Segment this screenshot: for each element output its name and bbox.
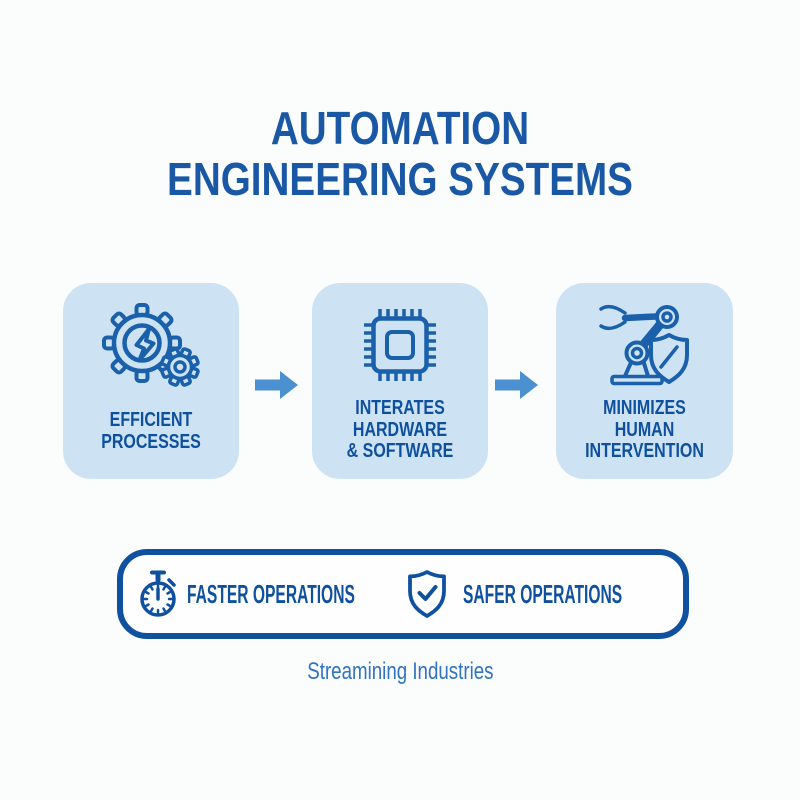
step-label-efficient-processes: EFFICIENT PROCESSES [63,409,239,453]
step-card-hardware-software: INTERATES HARDWARE & SOFTWARE [312,283,488,479]
stopwatch-icon [140,570,176,617]
step-label-line: EFFICIENT [109,409,193,431]
step-label-line: INTERVENTION [585,440,704,462]
chip-icon-svg [364,309,436,381]
title-line-1: AUTOMATION [270,102,530,154]
flow-arrow-icon [255,371,298,399]
step-label-line: PROCESSES [101,430,201,453]
step-card-human-intervention: MINIMIZES HUMAN INTERVENTION [556,283,733,479]
benefits-bar: FASTER OPERATIONS SAFER OPERATIONS [117,549,689,639]
gears-icon-svg [102,303,200,387]
footer-tagline-text: Streamining Industries [306,658,494,685]
step-label-line: MINIMIZES [603,397,686,419]
step-label-line: HUMAN [614,418,675,441]
step-label-human-intervention: MINIMIZES HUMAN INTERVENTION [556,397,733,463]
gears-icon [100,297,202,393]
step-label-line: & SOFTWARE [346,440,454,462]
footer-tagline: Streamining Industries [0,658,800,686]
robot-arm-shield-icon [593,297,697,393]
page-title: AUTOMATION ENGINEERING SYSTEMS [0,103,800,205]
benefit-label: SAFER OPERATIONS [463,578,623,609]
title-line-2: ENGINEERING SYSTEMS [167,153,633,205]
benefit-label: FASTER OPERATIONS [187,578,355,609]
benefit-faster-operations: FASTER OPERATIONS [136,555,467,633]
benefit-safer-operations: SAFER OPERATIONS [408,555,728,633]
robot-arm-shield-icon-svg [598,304,689,386]
step-label-hardware-software: INTERATES HARDWARE & SOFTWARE [312,397,488,463]
step-card-efficient-processes: EFFICIENT PROCESSES [63,283,239,479]
step-label-line: INTERATES [355,397,445,419]
chip-icon [360,297,440,393]
step-label-line: HARDWARE [352,418,448,441]
flow-arrow-icon [495,371,538,399]
shield-check-icon [408,570,446,618]
